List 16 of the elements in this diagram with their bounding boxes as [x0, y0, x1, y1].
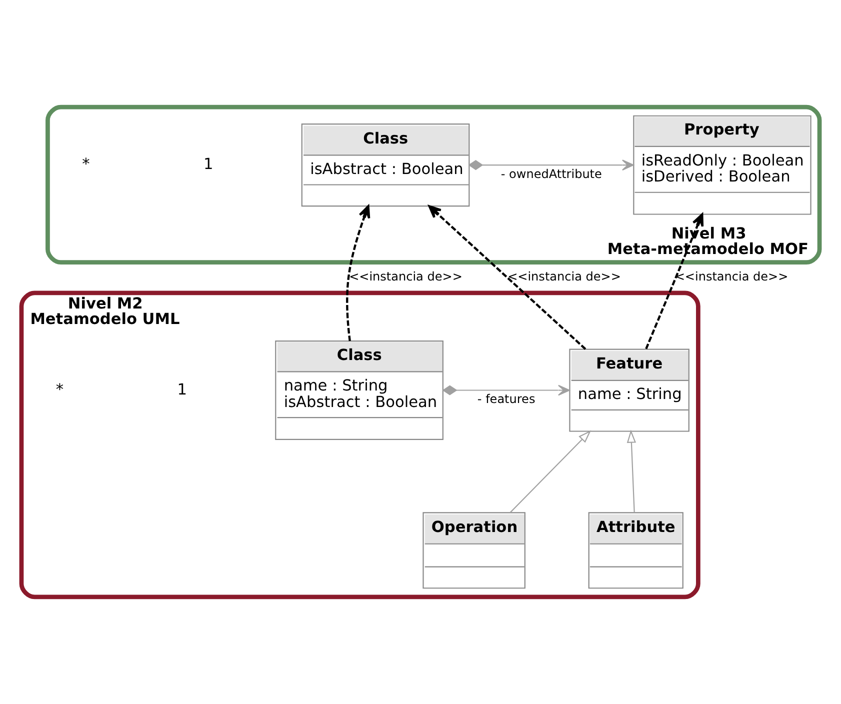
arrow: [468, 160, 634, 171]
arrow: [510, 430, 592, 514]
arrow: [428, 205, 586, 350]
arrow: [626, 430, 636, 513]
edge-label: - ownedAttribute: [500, 166, 602, 181]
arrow: [346, 205, 370, 342]
edge-label: <<instancia de>>: [508, 270, 621, 284]
arrow: [645, 213, 704, 350]
edge-label: <<instancia de>>: [674, 270, 788, 284]
label: *: [56, 380, 64, 398]
edge-label: <<instancia de>>: [349, 270, 462, 284]
label: 1: [204, 155, 214, 174]
label: *: [82, 155, 90, 174]
edge-label: - features: [477, 392, 536, 406]
arrow: [442, 384, 570, 396]
label: 1: [177, 380, 188, 398]
